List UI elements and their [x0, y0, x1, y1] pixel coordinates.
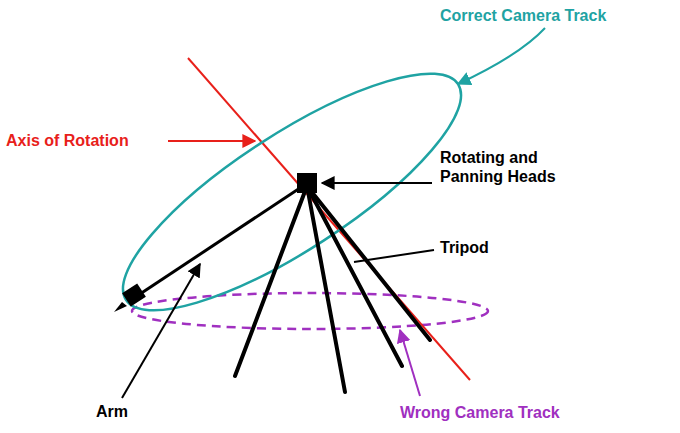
part-label: Arm	[96, 402, 128, 421]
leader-line	[400, 330, 420, 396]
camera-arm	[137, 184, 306, 296]
axis-label: Axis of Rotation	[6, 131, 129, 150]
track-label: Correct Camera Track	[440, 6, 606, 25]
correct-track	[94, 36, 489, 349]
track-label: Wrong Camera Track	[400, 403, 560, 422]
part-label: Tripod	[440, 238, 489, 257]
leader-line	[322, 182, 432, 184]
wrong-track	[132, 293, 488, 329]
leader-line	[168, 140, 255, 142]
leader-line	[354, 250, 434, 262]
part-label: Rotating and Panning Heads	[440, 148, 590, 186]
rotation-axis	[188, 58, 470, 380]
camera	[114, 283, 146, 312]
tripod-legs	[235, 186, 430, 392]
leader-line	[458, 28, 545, 84]
leader-line	[122, 264, 200, 398]
rotating-head	[297, 173, 317, 193]
